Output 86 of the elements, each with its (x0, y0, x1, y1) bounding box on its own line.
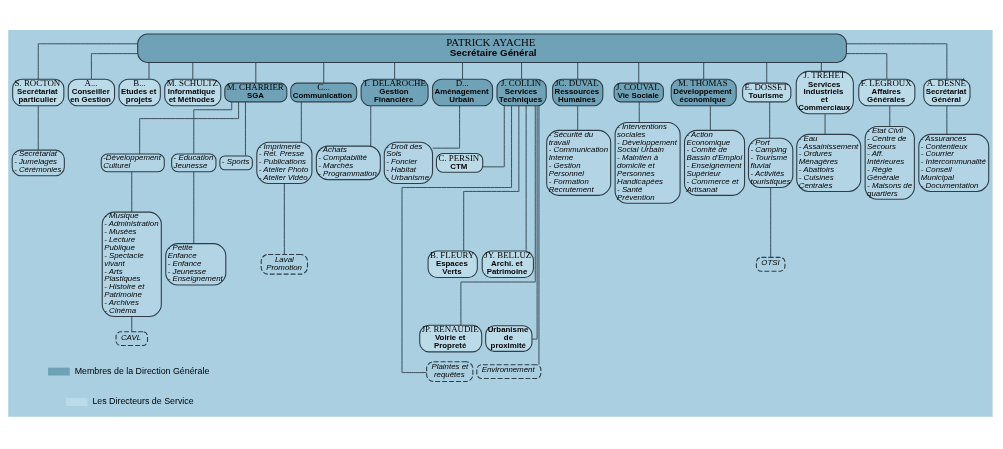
node-box: - Imprimerie - Rel. Presse - Publications - Atelier Photo - Atelier Vidéo (256, 141, 313, 185)
connector (703, 62, 705, 80)
connector (846, 53, 888, 80)
node-box: J. TREHET Services Industriels et Commerciaux (795, 70, 854, 115)
node-box: JC. DUVAL Ressources Humaines (552, 78, 604, 107)
connector (401, 105, 512, 374)
node-box: Environnement (476, 364, 542, 380)
connector (193, 101, 233, 155)
node-box: - Sports (219, 155, 253, 171)
connector (889, 105, 891, 127)
connector (323, 62, 325, 84)
node-box: - Achats - Comptabilité - Marchés - Programmation (315, 145, 381, 181)
node-box: - Etat Civil - Centre de Secours - Aff. Intérieures - Régie Générale - Maisons de quartiers (864, 125, 915, 200)
node-box: PATRICK AYACHE Secrétaire Général (137, 33, 847, 64)
node-box: OTSI (755, 256, 786, 272)
connector (463, 105, 520, 252)
connector (462, 62, 463, 80)
connector (521, 62, 523, 80)
connector (255, 62, 257, 84)
node-box: E. DOSSET Tourisme (742, 82, 792, 103)
legend-label: Membres de la Direction Générale (74, 365, 210, 376)
connector (538, 105, 540, 365)
connector (139, 101, 240, 155)
connector (283, 183, 285, 255)
connector (846, 43, 948, 80)
node-box: - Musique - Administration - Musées - Lecture Publique - Spectacle vivant - Arts Plastiques - Histoire et Patrimoine - Archives - Cinéma (101, 211, 162, 317)
connector (131, 171, 133, 213)
connector (37, 43, 138, 80)
node-box: Laval Promotion (260, 253, 309, 275)
legend-label: Les Directeurs de Service (92, 396, 194, 407)
connector (245, 101, 246, 157)
connector (300, 101, 302, 143)
node-box: C. PERSIN CTM (435, 153, 484, 173)
node-box: D... Aménagement Urbain (431, 78, 494, 107)
connector (824, 113, 826, 135)
node-box: Urbanisme de proximité (485, 325, 533, 352)
node-box: C... Communication (290, 82, 358, 103)
node-box: - Eau - Assainissement - Ordures Ménagères - Abattoirs - Cuisines Centrales (796, 133, 862, 192)
node-box: - Education Jeunesse (171, 153, 217, 173)
connector (946, 105, 948, 135)
node-box: - Action Economique - Comité de Bassin d'Emploi - Enseignement Supérieur - Commerce et Artisanat (684, 129, 746, 196)
connector (394, 62, 396, 80)
node-box: JP. RENAUDIE Voirie et Propreté (419, 324, 483, 353)
node-box: B... Etudes et projets (118, 78, 161, 107)
connector (193, 171, 195, 244)
node-box: JY. BELLUZ Archi. et Patrimoine (481, 250, 534, 279)
connector (148, 62, 150, 80)
node-box: J. COUVAL Vie Sociale (613, 82, 664, 103)
connector (820, 62, 822, 72)
connector (638, 62, 640, 84)
node-box: B. FLEURY Espaces Verts (427, 250, 478, 279)
connector (766, 62, 768, 84)
node-box: - Assurances - Contentieux - Courrier - Intercommunalité - Conseil Municipal - Documentation (918, 133, 990, 192)
connector (769, 101, 771, 139)
node-box: Plaintes et requêtes (426, 361, 474, 382)
node-box: F. LEGROUX Affaires Générales (858, 78, 916, 107)
connector (90, 53, 138, 80)
node-box: M. CHARRIER SGA (224, 82, 288, 103)
node-box: T. DELAROCHE Gestion Financière (360, 78, 429, 107)
connector (482, 105, 505, 168)
connector (432, 105, 461, 149)
node-box: S. ROCTON Secrétariat particulier (12, 78, 65, 107)
connector (709, 105, 711, 131)
connector (131, 316, 133, 332)
node-box: CAVL (115, 331, 149, 347)
connector (370, 105, 372, 147)
node-box: A... Conseiller en Gestion (67, 78, 116, 107)
connector (37, 105, 39, 151)
node-box: J. COLLIN Services Techniques (496, 78, 547, 107)
node-box: -Développement Culturel (100, 153, 165, 173)
node-box: - Port - Camping - Tourisme fluvial - Activités touristiques (747, 137, 794, 189)
node-box: - Interventions sociales - Développement Social Urbain - Maintien à domicile et Personnes Handicapées - Santé Prévention (614, 122, 681, 204)
connector (577, 62, 579, 80)
connector (192, 62, 194, 80)
connector (577, 105, 579, 131)
node-box: - Sécurité du travail - Communication Interne - Gestion Personnel - Formation Recrutement (546, 129, 612, 196)
connector (531, 105, 538, 340)
node-box: - Petite Enfance - Enfance - Jeunesse - Enseignement (165, 243, 227, 286)
connector (525, 105, 527, 252)
connector (638, 101, 640, 123)
node-box: - Secrétariat - Jumelages - Cérémonies (11, 149, 65, 177)
node-box: A. DESNÉ Secrétariat Général (923, 78, 971, 107)
connector (770, 187, 772, 258)
node-box: M. THOMAS Développement économique (670, 78, 737, 107)
node-box: - Droit des Sols - Foncier - Habitat - Urbanisme (383, 141, 434, 185)
node-box: M. SCHULTZ Informatique et Méthodes (164, 78, 222, 107)
